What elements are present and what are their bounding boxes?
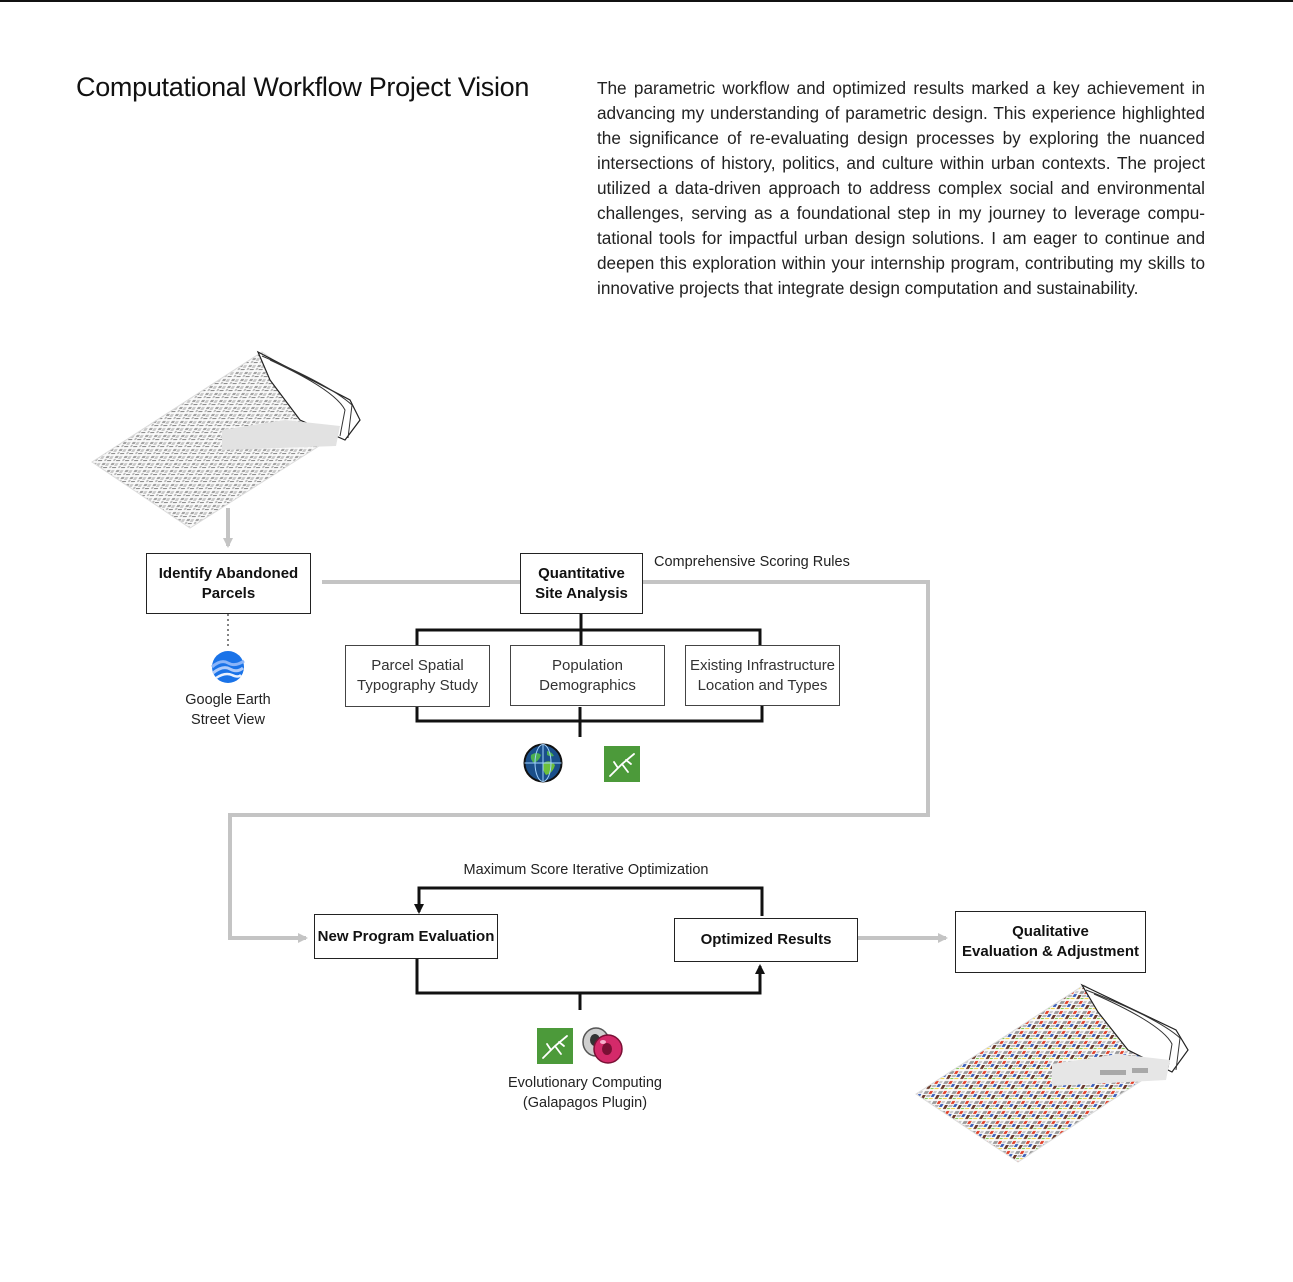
identify-parcels-label: Identify Abandoned Parcels xyxy=(158,564,299,602)
population-label: Population Demographics xyxy=(539,656,636,694)
top-rule xyxy=(0,0,1293,2)
page-title: Computational Workflow Project Vision xyxy=(76,72,530,102)
flow-main-path xyxy=(228,580,930,943)
infrastructure-label: Existing Infrastructure Location and Typ… xyxy=(689,656,836,694)
new-program-evaluation-label: New Program Evaluation xyxy=(317,927,495,945)
site-map-optimized xyxy=(915,983,1189,1163)
quantitative-top-bracket xyxy=(415,613,762,646)
evolutionary-computing-label: Evolutionary Computing (Galapagos Plugin… xyxy=(508,1075,662,1111)
infrastructure-node: Existing Infrastructure Location and Typ… xyxy=(685,645,840,706)
population-node: Population Demographics xyxy=(510,645,665,706)
quantitative-analysis-node: Quantitative Site Analysis xyxy=(520,553,643,614)
identify-parcels-node: Identify Abandoned Parcels xyxy=(146,553,311,614)
grasshopper-icon xyxy=(604,746,640,782)
site-map-initial xyxy=(91,350,361,529)
arcgis-globe-icon xyxy=(523,743,563,783)
grasshopper-icon xyxy=(537,1028,573,1064)
galapagos-icon xyxy=(582,1027,623,1064)
max-score-label: Maximum Score Iterative Optimization xyxy=(463,862,709,878)
intro-paragraph: The parametric workflow and optimized re… xyxy=(597,78,1205,298)
google-earth-icon xyxy=(211,651,245,683)
loop-top-arrow xyxy=(414,886,764,916)
loop-bottom-arrow xyxy=(415,958,765,995)
new-program-evaluation-node: New Program Evaluation xyxy=(314,914,498,959)
quantitative-analysis-label: Quantitative Site Analysis xyxy=(535,564,628,602)
optimized-results-node: Optimized Results xyxy=(674,918,858,962)
optimized-results-label: Optimized Results xyxy=(700,931,832,948)
qualitative-evaluation-label: Qualitative Evaluation & Adjustment xyxy=(962,923,1139,960)
google-earth-label: Google Earth Street View xyxy=(185,692,271,728)
scoring-rules-label: Comprehensive Scoring Rules xyxy=(654,554,850,570)
parcel-spatial-label: Parcel Spatial Typography Study xyxy=(357,657,478,694)
qualitative-evaluation-node: Qualitative Evaluation & Adjustment xyxy=(955,911,1146,973)
quantitative-bottom-bracket xyxy=(415,706,764,737)
parcel-spatial-node: Parcel Spatial Typography Study xyxy=(345,645,490,707)
